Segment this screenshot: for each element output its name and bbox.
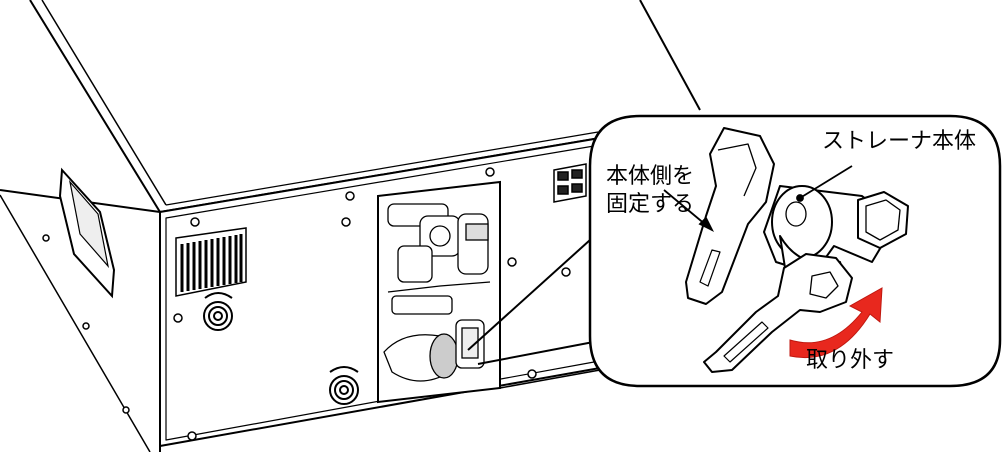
detail-callout [588,114,1002,388]
panel-screws [173,167,571,441]
cabinet-top-edge-right [639,0,701,111]
hold-label-line2: 固定する [606,192,695,217]
cabinet-top-edge-left [29,0,161,213]
side-screws [42,234,130,414]
side-handle [58,167,116,299]
fluid-coupler-upper [203,292,233,331]
hold-label-line1: 本体側を [606,164,695,189]
holding-wrench [685,127,775,305]
strainer-label-leader [799,165,853,199]
fluid-coupler-lower [329,366,359,405]
electrical-connector-block [553,163,587,203]
callout-pointer [467,239,605,365]
access-opening [377,180,501,404]
remove-label: 取り外す [806,348,895,373]
rotation-arrow [789,287,883,359]
vent-grille [175,227,247,297]
strainer-label: ストレーナ本体 [822,129,977,154]
turning-wrench [703,253,853,373]
